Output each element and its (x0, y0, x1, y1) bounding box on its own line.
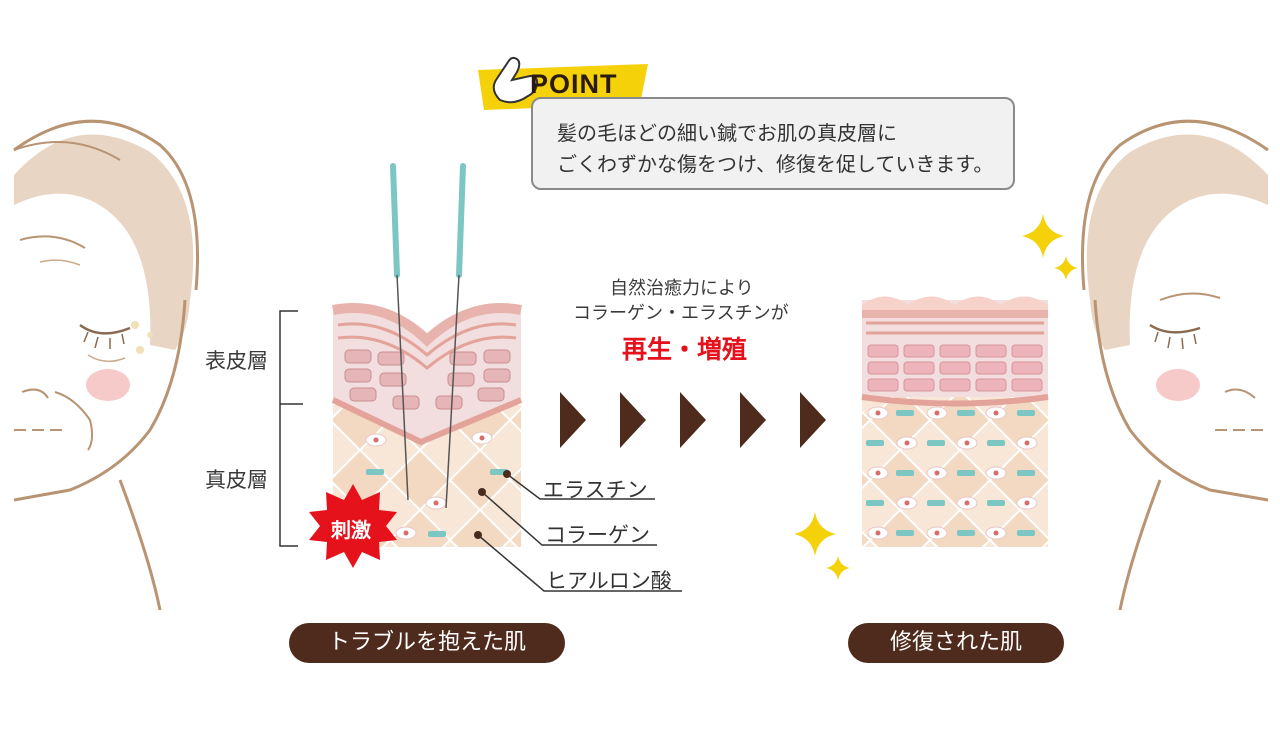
pointing-hand-icon (492, 56, 539, 104)
point-tag-label: POINT (530, 69, 618, 99)
hyaluronic-acid-label: ヒアルロン酸 (546, 569, 672, 593)
dermis-label: 真皮層 (205, 468, 268, 492)
callout-dots (474, 470, 511, 539)
before-skin-badge: トラブルを抱えた肌 (289, 623, 565, 663)
acupuncture-needles (390, 163, 466, 509)
callout-leaders (477, 473, 682, 592)
point-line-2: ごくわずかな傷をつけ、修復を促していきます。 (557, 152, 994, 176)
left-face-illustration (13, 119, 199, 611)
sparkle-icons (794, 214, 1078, 580)
regeneration-highlight: 再生・増殖 (622, 335, 748, 364)
healing-text-line-1: 自然治癒力により (610, 278, 754, 299)
elastin-label: エラスチン (543, 478, 648, 502)
right-face-illustration (1081, 119, 1269, 611)
progress-arrows (560, 392, 826, 448)
healing-text-line-2: コラーゲン・エラスチンが (573, 303, 789, 324)
restored-skin-section (861, 296, 1049, 547)
point-description-box: 髪の毛ほどの細い鍼でお肌の真皮層に ごくわずかな傷をつけ、修復を促していきます。 (531, 97, 1015, 190)
point-line-1: 髪の毛ほどの細い鍼でお肌の真皮層に (557, 121, 897, 145)
epidermis-label: 表皮層 (205, 349, 268, 373)
after-skin-badge: 修復された肌 (848, 623, 1064, 663)
stimulus-label: 刺激 (331, 518, 371, 542)
collagen-label: コラーゲン (545, 523, 650, 547)
layer-bracket (279, 310, 303, 547)
damaged-skin-section (331, 303, 523, 547)
stimulus-starburst (309, 484, 397, 568)
